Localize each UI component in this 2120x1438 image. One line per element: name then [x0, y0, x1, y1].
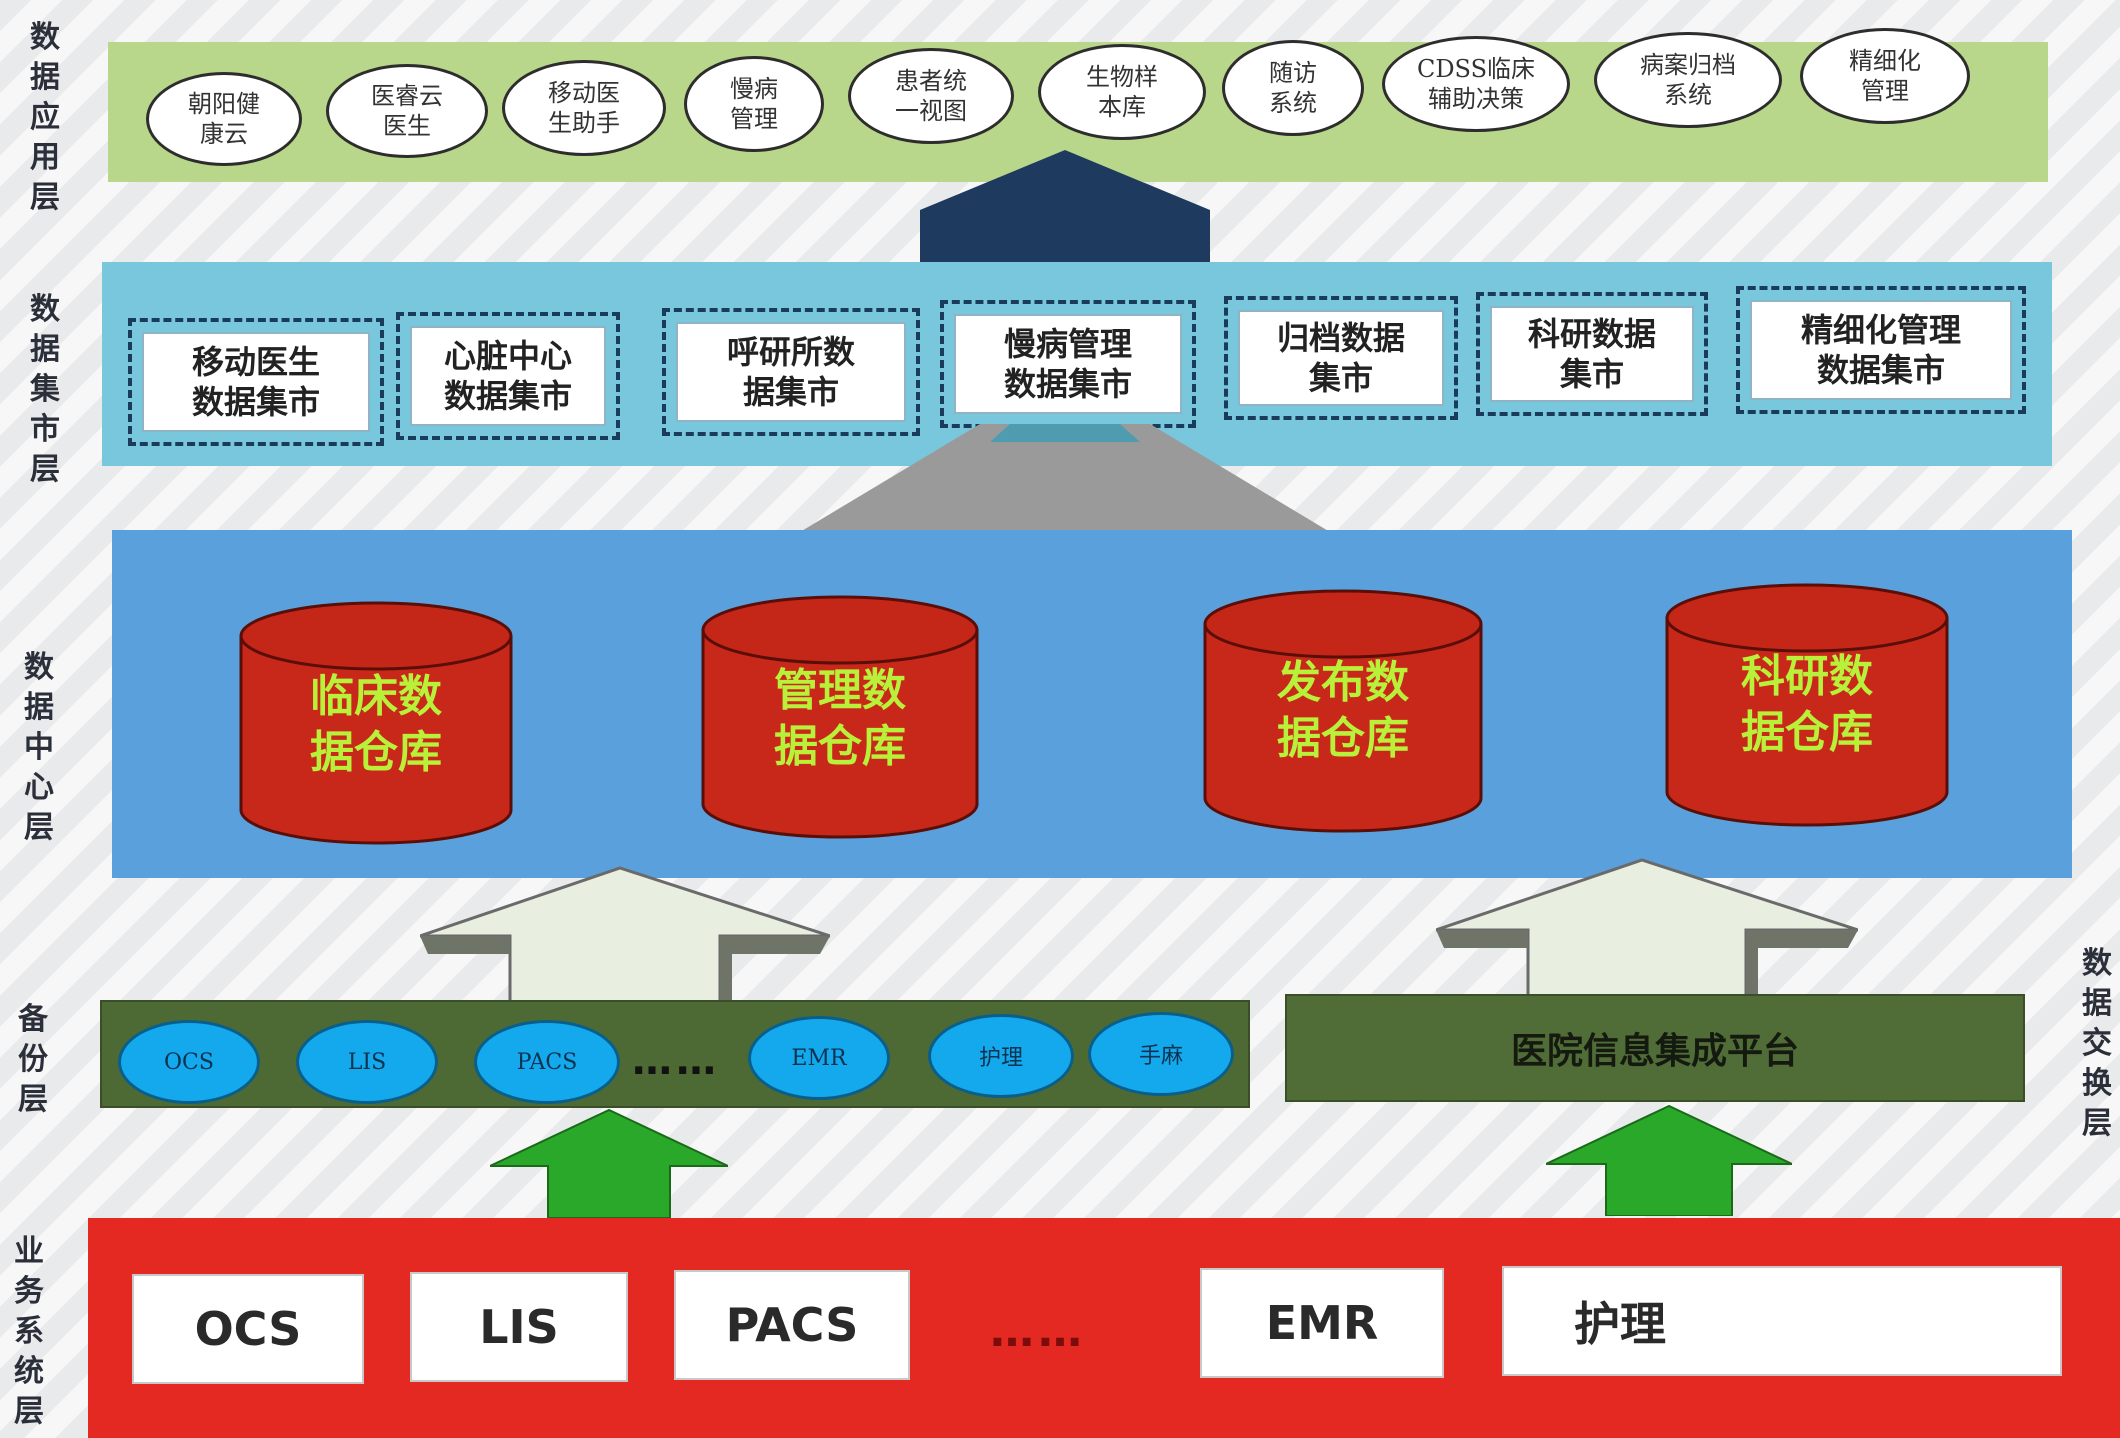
warehouse-cylinder: [1665, 583, 1949, 827]
connector-arrow-to-application: [920, 150, 1210, 290]
app-ellipse: 移动医生助手: [502, 60, 666, 156]
data-mart-box: 慢病管理数据集市: [940, 300, 1196, 428]
data-mart-box: 呼研所数据集市: [662, 308, 920, 436]
backup-ellipsis: ……: [632, 1038, 720, 1084]
layer-label-data-center: 数据中心层: [24, 650, 54, 845]
backup-system-ellipse: OCS: [118, 1020, 260, 1104]
app-ellipse: 慢病管理: [684, 56, 824, 152]
app-ellipse: CDSS临床辅助决策: [1382, 36, 1570, 132]
app-ellipse: 随访系统: [1222, 40, 1364, 136]
data-mart-box: 移动医生数据集市: [128, 318, 384, 446]
backup-system-ellipse: PACS: [474, 1020, 620, 1104]
up-arrow-backup-to-center: [420, 866, 830, 1002]
business-system-box: LIS: [410, 1272, 628, 1382]
business-system-box: PACS: [674, 1270, 910, 1380]
layer-label-exchange: 数据交换层: [2082, 946, 2112, 1141]
backup-system-ellipse: 护理: [928, 1014, 1074, 1098]
data-mart-box: 精细化管理数据集市: [1736, 286, 2026, 414]
warehouse-cylinder: [239, 601, 513, 845]
data-mart-box: 心脏中心数据集市: [396, 312, 620, 440]
warehouse-label: 发布数据仓库: [1277, 657, 1409, 764]
warehouse-label: 管理数据仓库: [774, 665, 906, 772]
data-mart-box: 科研数据集市: [1476, 292, 1708, 416]
business-ellipsis: ……: [990, 1306, 1086, 1357]
connector-trapezoid-to-mart: [780, 424, 1350, 544]
integration-platform-label: 医院信息集成平台: [1510, 1031, 1799, 1072]
app-ellipse: 精细化管理: [1800, 28, 1970, 124]
warehouse-label: 科研数据仓库: [1741, 651, 1873, 758]
warehouse-label: 临床数据仓库: [310, 671, 442, 778]
app-ellipse: 朝阳健康云: [146, 72, 302, 166]
data-mart-box: 归档数据集市: [1224, 296, 1458, 420]
business-system-box: EMR: [1200, 1268, 1444, 1378]
up-arrow-exchange-to-center: [1436, 858, 1858, 996]
green-up-arrow-left: [490, 1108, 728, 1218]
warehouse-cylinder: [1203, 589, 1483, 833]
warehouse-cylinder: [701, 595, 979, 839]
integration-platform: 医院信息集成平台: [1285, 994, 2025, 1102]
layer-label-application: 数据应用层: [30, 20, 60, 215]
app-ellipse: 医睿云医生: [326, 64, 488, 158]
backup-system-ellipse: 手麻: [1088, 1012, 1234, 1096]
app-ellipse: 病案归档系统: [1594, 32, 1782, 128]
business-system-box: 护理: [1502, 1266, 2062, 1376]
green-up-arrow-right: [1546, 1104, 1792, 1216]
app-ellipse: 患者统一视图: [848, 48, 1014, 144]
layer-label-backup: 备份层: [18, 1002, 48, 1117]
business-system-box: OCS: [132, 1274, 364, 1384]
layer-label-data-mart: 数据集市层: [30, 292, 60, 487]
backup-system-ellipse: LIS: [296, 1020, 438, 1104]
backup-system-ellipse: EMR: [748, 1016, 890, 1100]
app-ellipse: 生物样本库: [1038, 44, 1206, 140]
layer-label-business: 业务系统层: [14, 1234, 44, 1429]
